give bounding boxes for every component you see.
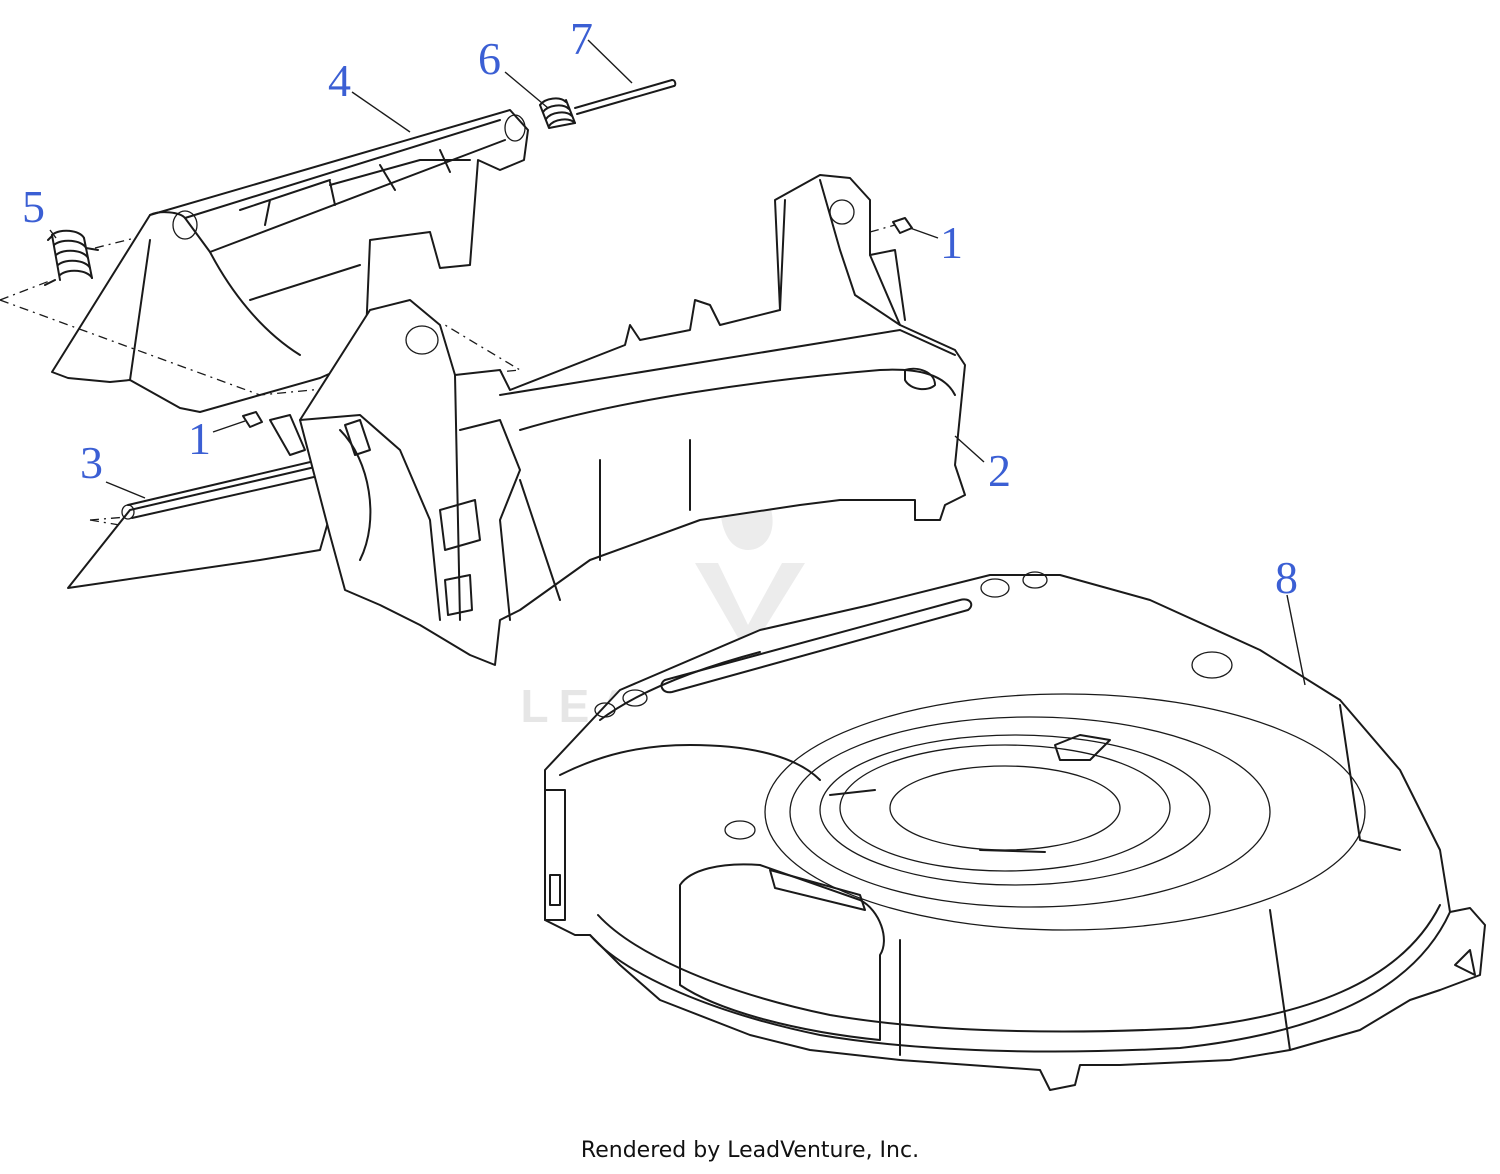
callout-3: 3 (80, 437, 103, 488)
callout-6: 6 (478, 33, 501, 84)
callout-8: 8 (1275, 552, 1298, 603)
part-spring-left (44, 229, 99, 286)
callout-4: 4 (328, 55, 351, 106)
callout-5: 5 (22, 181, 45, 232)
callout-7: 7 (570, 13, 593, 64)
part-chute-housing (269, 174, 966, 666)
part-lower-flap (67, 454, 351, 589)
part-rod (574, 79, 677, 115)
callout-labels: 7 6 4 5 1 1 3 2 8 (22, 13, 1298, 603)
part-mower-deck (544, 571, 1486, 1091)
footer-credit: Rendered by LeadVenture, Inc. (580, 1138, 920, 1163)
part-spring-right (539, 97, 576, 129)
callout-1-top: 1 (940, 217, 963, 268)
callout-1-bottom: 1 (188, 413, 211, 464)
leader-lines (49, 39, 1306, 686)
part-clips (242, 217, 913, 428)
part-rear-flap (51, 109, 529, 413)
callout-2: 2 (988, 445, 1011, 496)
